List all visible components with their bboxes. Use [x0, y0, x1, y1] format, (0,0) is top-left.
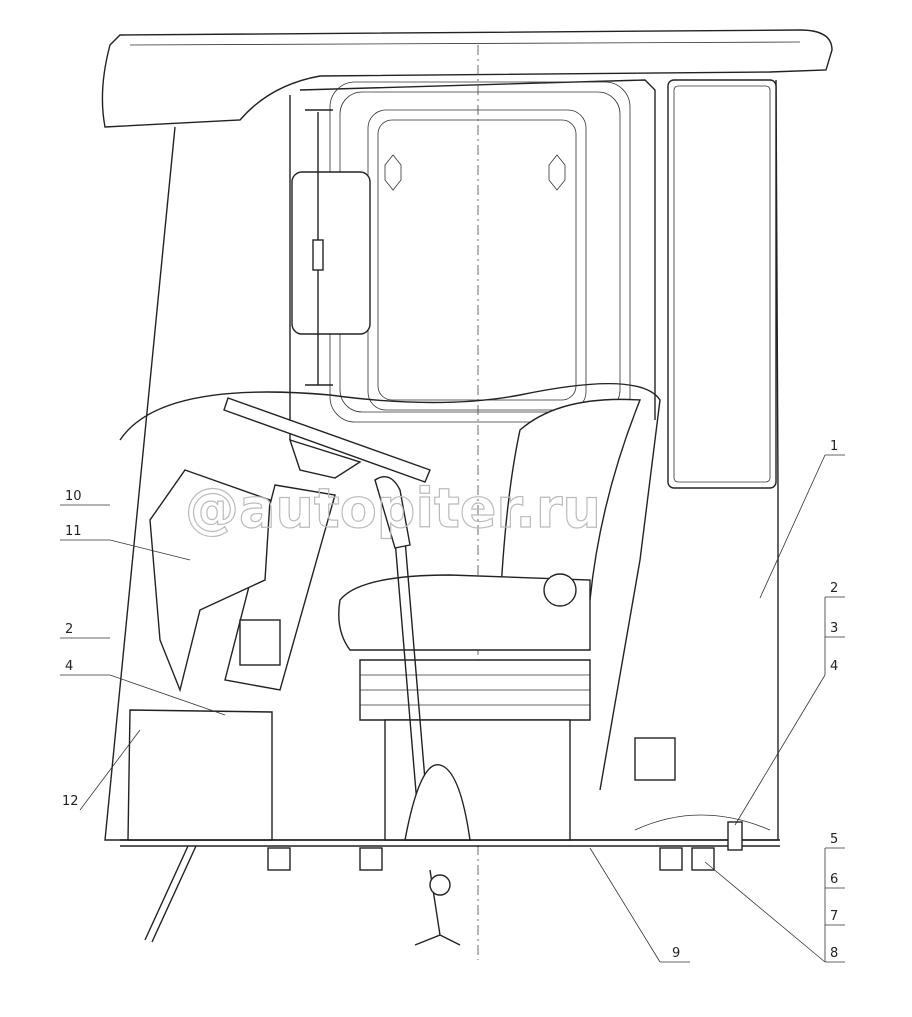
callout-2-right: 2	[830, 581, 838, 596]
cab-roof	[101, 29, 833, 128]
side-window	[667, 79, 777, 489]
seat-back	[499, 398, 642, 611]
callout-9: 9	[672, 946, 680, 961]
seat-cushion	[338, 574, 591, 651]
callout-11: 11	[65, 524, 82, 539]
watermark: @autopiter.ru	[185, 477, 601, 540]
dashboard	[119, 382, 661, 791]
callout-10: 10	[65, 489, 82, 504]
mirror	[291, 171, 371, 335]
callout-7: 7	[830, 909, 838, 924]
callout-1: 1	[830, 439, 838, 454]
control-panel	[149, 469, 271, 693]
callout-8: 8	[830, 946, 838, 961]
callout-3: 3	[830, 621, 838, 636]
steering-wheel	[223, 397, 431, 483]
lever-boot	[404, 764, 471, 841]
callout-5: 5	[830, 832, 838, 847]
seat-base	[384, 719, 571, 841]
rear-door-frame	[289, 79, 656, 440]
callout-4-left: 4	[65, 659, 73, 674]
callout-2-left: 2	[65, 622, 73, 637]
callout-12: 12	[62, 794, 79, 809]
floor-plate	[120, 839, 780, 847]
callout-6: 6	[830, 872, 838, 887]
callout-4-right: 4	[830, 659, 838, 674]
pedestal-box	[127, 709, 273, 841]
